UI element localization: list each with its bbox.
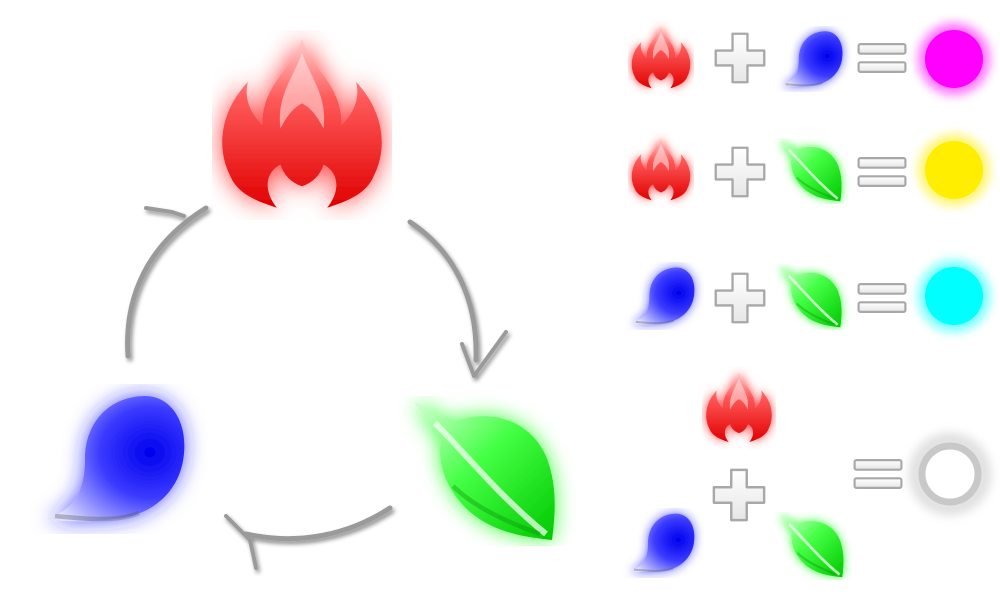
water-icon (46, 396, 184, 521)
result-orb (918, 134, 990, 206)
equals-icon (857, 157, 907, 187)
water-icon (632, 267, 695, 324)
plus-icon (714, 272, 766, 324)
plus-icon (714, 32, 766, 84)
arrow-leaf-to-water (224, 505, 393, 570)
equals-icon (857, 43, 907, 73)
plus-icon (714, 146, 766, 198)
result-orb (918, 23, 990, 95)
leaf-icon (780, 141, 842, 202)
result-orb (909, 433, 991, 515)
arrow-water-to-fire (125, 205, 209, 359)
water-icon (782, 31, 843, 86)
leaf-icon (780, 515, 844, 578)
combination-fire-leaf (632, 134, 990, 206)
leaf-icon (414, 402, 555, 540)
fire-icon (632, 26, 690, 88)
leaf-icon (780, 267, 842, 328)
fire-icon (632, 138, 690, 200)
combination-fire-water-leaf (630, 372, 991, 578)
water-icon (630, 514, 695, 572)
plus-icon (712, 468, 766, 522)
equals-icon (853, 459, 903, 489)
fire-icon (222, 39, 382, 208)
fire-icon (706, 372, 772, 442)
equals-icon (857, 283, 907, 313)
combination-water-leaf (632, 260, 990, 332)
combination-fire-water (632, 23, 990, 95)
arrow-fire-to-leaf (407, 219, 508, 378)
cycle-arrows (125, 205, 508, 570)
result-orb (918, 260, 990, 332)
